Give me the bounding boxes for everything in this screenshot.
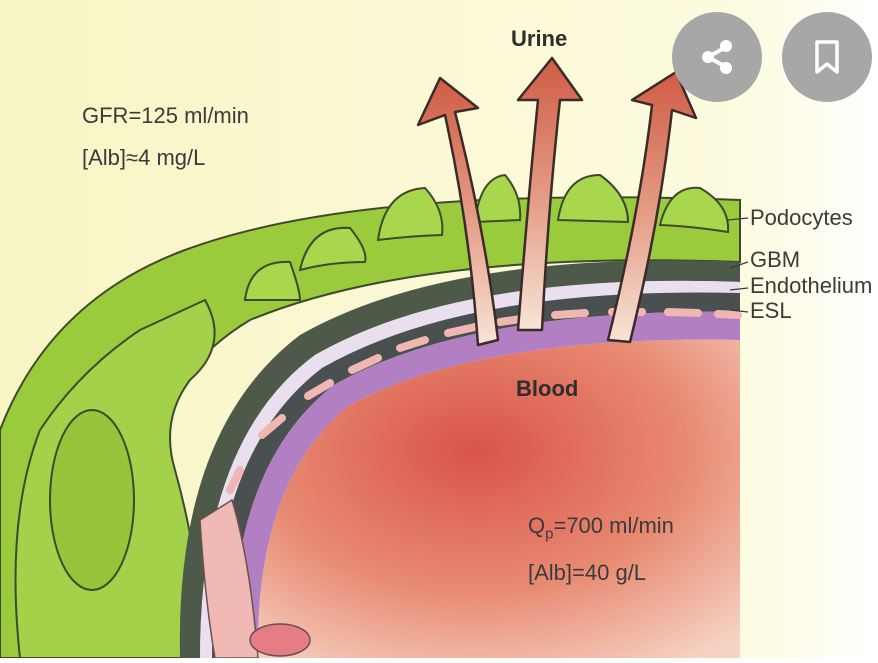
podocyte-nucleus: [50, 410, 134, 590]
endothelium-label: Endothelium: [750, 273, 878, 299]
share-button[interactable]: [672, 12, 762, 102]
share-icon: [694, 34, 740, 80]
plasma-flow-label: Qp=700 ml/min: [528, 513, 674, 542]
plasma-albumin-label: [Alb]=40 g/L: [528, 560, 646, 586]
urine-label: Urine: [511, 26, 567, 52]
gbm-label: GBM: [750, 247, 800, 273]
filtrate-albumin-label: [Alb]≈4 mg/L: [82, 145, 205, 171]
blood-label: Blood: [516, 376, 578, 402]
esl-label: ESL: [750, 298, 792, 324]
red-cell-fragment: [250, 624, 310, 656]
bookmark-button[interactable]: [782, 12, 872, 102]
bookmark-icon: [804, 34, 850, 80]
gfr-label: GFR=125 ml/min: [82, 103, 249, 129]
podocytes-label: Podocytes: [750, 205, 853, 231]
